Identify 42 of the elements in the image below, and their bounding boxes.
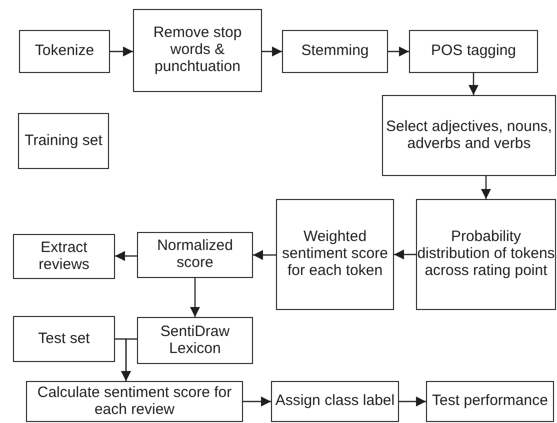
- arrow: [481, 176, 491, 199]
- process-box: [13, 234, 115, 279]
- box-label: Assign class label: [275, 393, 395, 410]
- box-label: Calculate sentiment score for each review: [36, 384, 233, 418]
- arrow: [399, 396, 426, 406]
- process-box: [276, 199, 394, 310]
- box-label: Remove stop words & punchtuation: [152, 25, 243, 76]
- process-box: [26, 381, 243, 422]
- process-box: [18, 113, 109, 169]
- box-label: SentiDraw Lexicon: [159, 324, 231, 358]
- arrow: [253, 250, 276, 260]
- process-box: [137, 232, 253, 278]
- process-box: [382, 95, 556, 176]
- arrow: [243, 396, 271, 406]
- arrow: [388, 46, 409, 56]
- box-label: Normalized score: [156, 238, 234, 272]
- process-box: [19, 30, 110, 73]
- process-box: [271, 381, 399, 422]
- arrow: [115, 251, 137, 261]
- arrow: [121, 338, 137, 381]
- box-label: Stemming: [301, 43, 369, 60]
- box-label: Weighted sentiment score for each token: [281, 229, 389, 280]
- process-box: [13, 316, 115, 362]
- arrow: [262, 46, 282, 56]
- process-box: [409, 30, 538, 73]
- box-label: Extract reviews: [38, 240, 90, 274]
- process-box: [426, 381, 554, 422]
- arrow: [110, 46, 133, 56]
- box-label: Test set: [38, 330, 90, 348]
- box-label: Tokenize: [34, 43, 94, 60]
- arrow: [394, 250, 416, 260]
- box-label: Probability distribution of tokens across rating point: [417, 229, 555, 280]
- box-label: POS tagging: [430, 43, 516, 60]
- box-label: Training set: [24, 132, 102, 150]
- arrow: [190, 278, 200, 317]
- process-box: [416, 199, 556, 310]
- process-box: [137, 317, 253, 364]
- process-box: [282, 30, 388, 73]
- box-label: Select adjectives, nouns, adverbs and verbs: [385, 118, 553, 152]
- arrow: [468, 73, 478, 95]
- process-box: [133, 9, 262, 92]
- box-label: Test performance: [432, 393, 548, 410]
